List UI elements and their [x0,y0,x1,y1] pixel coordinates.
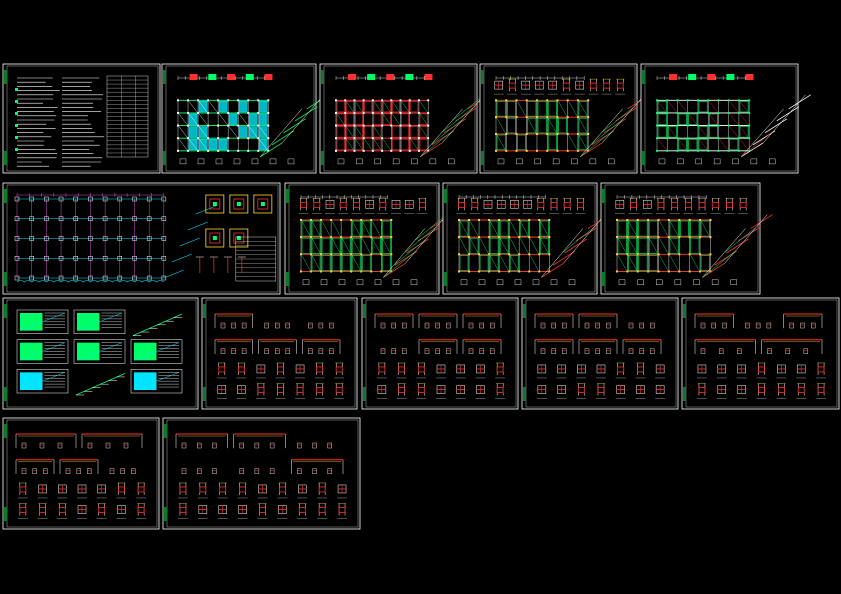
drawing-sheet[interactable] [361,297,519,410]
drawing-sheet[interactable] [442,182,611,295]
sheet-content [534,313,666,399]
sheet-content [15,75,149,167]
sheet-content [614,195,773,285]
sheet-content [15,433,147,519]
sheet-content [214,313,345,399]
sheet-content [493,76,650,165]
drawing-sheet[interactable] [2,417,160,530]
sheet-content [694,313,827,399]
drawing-sheet[interactable] [319,63,490,174]
drawing-sheet[interactable] [201,297,358,410]
sheet-content [177,74,330,165]
sheet-content [16,309,183,396]
sheet-content [335,74,490,165]
drawing-sheet[interactable] [284,182,453,295]
drawing-sheet[interactable] [640,63,811,174]
drawing-sheet[interactable] [521,297,679,410]
drawing-sheet[interactable] [2,297,199,410]
sheet-content [456,195,611,285]
drawing-sheet[interactable] [162,417,361,530]
sheet-content [175,433,348,519]
drawing-sheet[interactable] [2,63,161,174]
sheet-content [374,313,506,399]
drawing-sheet[interactable] [2,182,281,295]
drawing-sheet[interactable] [681,297,840,410]
drawing-sheet[interactable] [479,63,650,174]
drawing-sheet[interactable] [600,182,773,295]
sheet-content [656,74,811,165]
sheet-content [14,193,277,283]
drawing-sheet[interactable] [161,63,330,174]
sheets-layer [2,63,840,530]
